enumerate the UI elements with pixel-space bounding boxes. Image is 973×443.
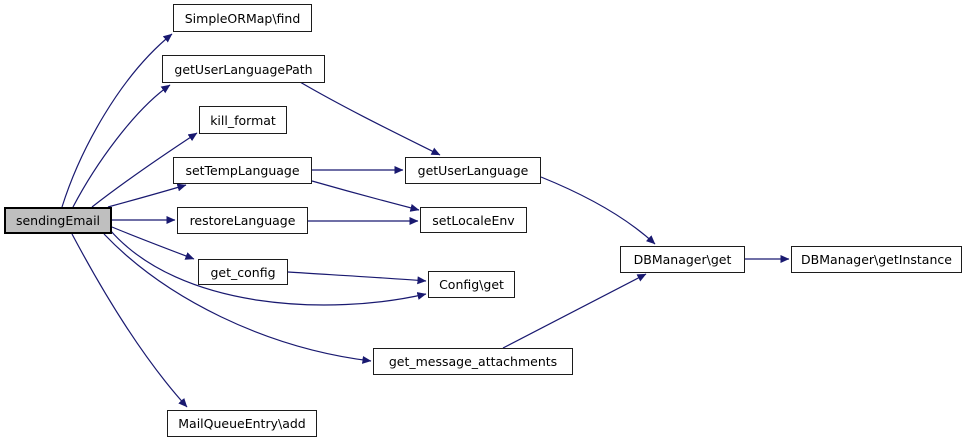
node-getuserlanguage[interactable]: getUserLanguage	[405, 157, 541, 184]
node-restorelanguage[interactable]: restoreLanguage	[177, 207, 308, 234]
node-kill-format[interactable]: kill_format	[199, 106, 287, 134]
edge-sendingemail-to-settemplanguage	[107, 183, 187, 208]
edge-get-message-attachments-to-dbmanager-get	[502, 273, 647, 349]
edge-sendingemail-to-get-message-attachments	[103, 233, 372, 364]
node-mailqueueentry-add[interactable]: MailQueueEntry\add	[167, 410, 317, 437]
edge-sendingemail-to-getuserlanguagepath	[72, 84, 171, 208]
node-dbmanager-get[interactable]: DBManager\get	[620, 246, 745, 273]
node-setlocaleenv[interactable]: setLocaleEnv	[420, 207, 527, 233]
edge-get-config-to-config-get	[287, 271, 427, 285]
node-settemplanguage[interactable]: setTempLanguage	[173, 157, 312, 184]
edge-sendingemail-to-config-get	[109, 229, 427, 306]
edge-sendingemail-to-simpleormap-find	[61, 33, 173, 208]
edge-getuserlanguage-to-dbmanager-get	[540, 176, 656, 245]
edge-sendingemail-to-kill-format	[91, 132, 198, 208]
edge-sendingemail-to-mailqueueentry-add	[71, 233, 188, 408]
edge-getuserlanguagepath-to-getuserlanguage	[299, 81, 441, 156]
node-get-config[interactable]: get_config	[198, 259, 288, 285]
edge-settemplanguage-to-setlocaleenv	[311, 180, 420, 212]
node-get-message-attachments[interactable]: get_message_attachments	[373, 348, 573, 375]
node-config-get[interactable]: Config\get	[428, 271, 515, 298]
node-sendingemail[interactable]: sendingEmail	[4, 207, 112, 234]
node-simpleormap-find[interactable]: SimpleORMap\find	[173, 4, 312, 32]
node-getuserlanguagepath[interactable]: getUserLanguagePath	[162, 55, 325, 83]
edge-sendingemail-to-get-config	[111, 226, 195, 260]
node-dbmanager-getinstance[interactable]: DBManager\getInstance	[791, 246, 962, 273]
